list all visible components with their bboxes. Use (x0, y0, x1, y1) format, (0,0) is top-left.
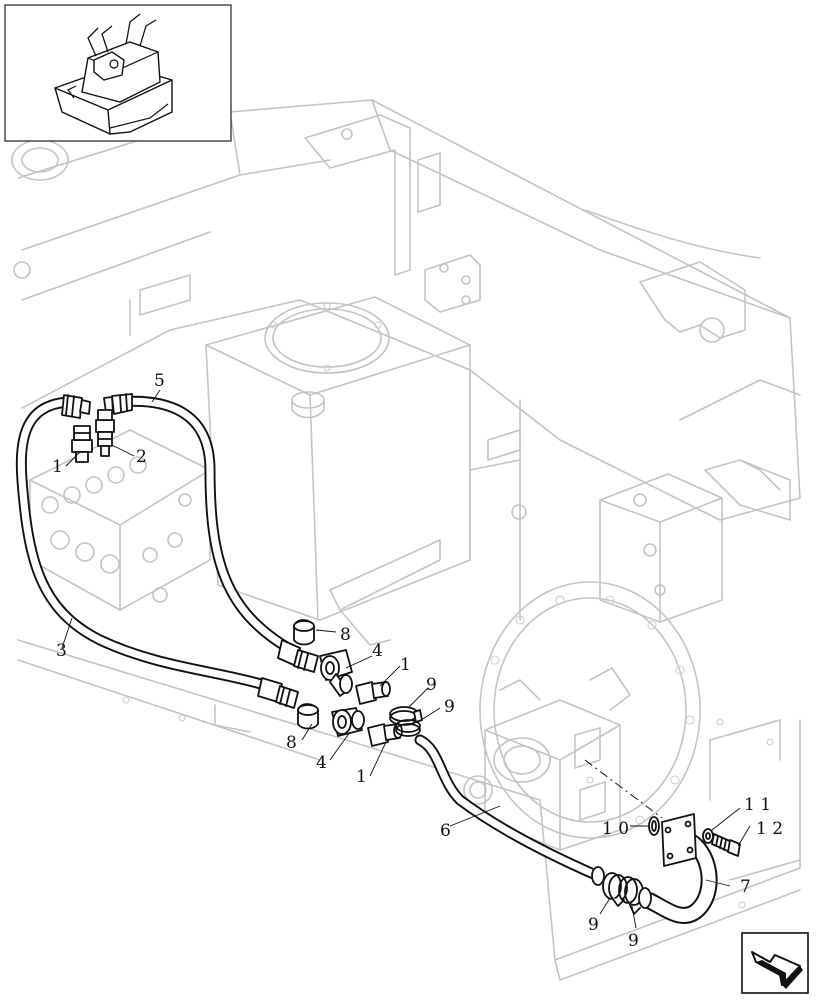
tee-4-upper[interactable] (319, 649, 353, 697)
callout-8: 8 (340, 625, 351, 645)
callout-9: 9 (588, 915, 599, 935)
callout-8: 8 (286, 733, 297, 753)
callout-1: 1 (356, 767, 367, 787)
hose-end-fitting-5-lower (277, 639, 319, 673)
washer-11[interactable] (702, 828, 714, 844)
o-ring-10[interactable] (648, 816, 660, 836)
hose-6-end (591, 866, 605, 886)
adapter-2-top[interactable] (95, 409, 115, 457)
pipe-7-flange[interactable] (638, 813, 697, 909)
hose-6[interactable] (414, 734, 604, 882)
next-page-arrow-button[interactable] (741, 932, 809, 994)
callout-leaders (61, 389, 751, 929)
hose-end-fitting-3-lower (257, 677, 299, 709)
ghosted-upper-frame (11, 99, 801, 623)
adapter-1-top[interactable] (71, 425, 93, 463)
callout-2: 2 (136, 447, 147, 467)
hose-end-fitting-top-left (61, 394, 91, 419)
hose-3[interactable] (15, 396, 274, 692)
callout-9: 9 (444, 697, 455, 717)
next-page-arrow-icon (751, 951, 803, 989)
callout-4: 4 (372, 641, 383, 661)
adapter-1-lower[interactable] (367, 723, 403, 747)
cap-8-lower[interactable] (297, 703, 319, 730)
pipe-7[interactable] (644, 829, 718, 924)
callout-1: 1 (52, 457, 63, 477)
hose-clamp-9-right-b[interactable] (618, 876, 644, 915)
hose-clamp-9-right-a[interactable] (602, 872, 628, 907)
callout-6: 6 (440, 821, 451, 841)
tee-4-lower[interactable] (331, 707, 365, 737)
callout-3: 3 (56, 641, 67, 661)
hose-5[interactable] (112, 395, 294, 654)
hose-end-fitting-top-right (103, 393, 133, 415)
machine-overview-thumbnail (54, 13, 173, 135)
bolt-12[interactable] (711, 833, 741, 857)
cap-8-upper[interactable] (293, 619, 315, 646)
callout-12: 1 2 (756, 819, 783, 839)
callout-7: 7 (740, 877, 751, 897)
callout-5: 5 (154, 371, 165, 391)
callout-4: 4 (316, 753, 327, 773)
callout-1: 1 (400, 655, 411, 675)
callout-9: 9 (426, 675, 437, 695)
adapter-1-middle[interactable] (355, 681, 391, 705)
locator-inset (4, 4, 232, 142)
assembly-centerline (584, 759, 663, 819)
ghosted-swing-bearing (463, 581, 701, 851)
callout-labels: 1 2 5 3 8 4 1 9 9 8 4 1 6 1 0 1 1 1 2 7 … (52, 371, 783, 951)
hose-clamp-9-lower[interactable] (395, 719, 421, 737)
ghosted-lower-frame (17, 639, 801, 981)
ghosted-hydraulic-tank (205, 296, 471, 646)
callout-9: 9 (628, 931, 639, 951)
callout-11: 1 1 (744, 795, 771, 815)
callout-10: 1 0 (602, 819, 629, 839)
